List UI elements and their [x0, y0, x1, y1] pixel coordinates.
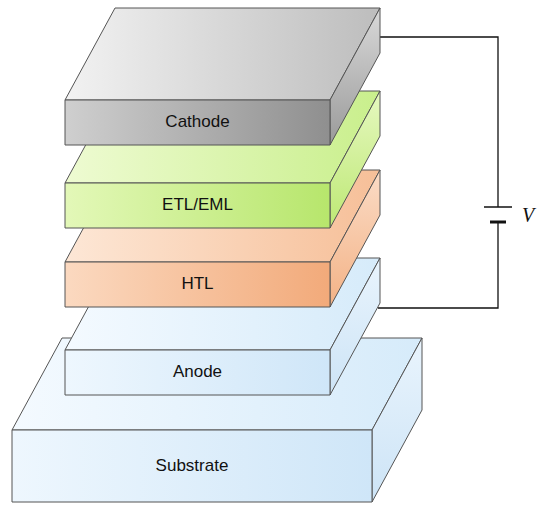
battery-symbol: [484, 206, 512, 208]
layer-label: ETL/EML: [162, 195, 233, 215]
layer-label: HTL: [181, 274, 213, 294]
layer-label: Anode: [173, 362, 222, 382]
layer-front: [65, 100, 330, 145]
layer-label: Substrate: [156, 456, 229, 476]
layer-side: [330, 8, 380, 145]
layer-front: [65, 350, 330, 395]
wire: [372, 37, 498, 207]
layer-front: [12, 430, 372, 502]
wire: [378, 222, 498, 308]
layer-top: [65, 8, 380, 100]
layer-front: [65, 183, 330, 228]
voltage-label: V: [522, 204, 534, 227]
layer-slab: Cathode: [64, 7, 381, 146]
layer-front: [65, 262, 330, 307]
battery-symbol: [490, 221, 506, 224]
layer-side: [372, 338, 422, 502]
layer-label: Cathode: [165, 112, 229, 132]
layer-top: [12, 338, 422, 430]
